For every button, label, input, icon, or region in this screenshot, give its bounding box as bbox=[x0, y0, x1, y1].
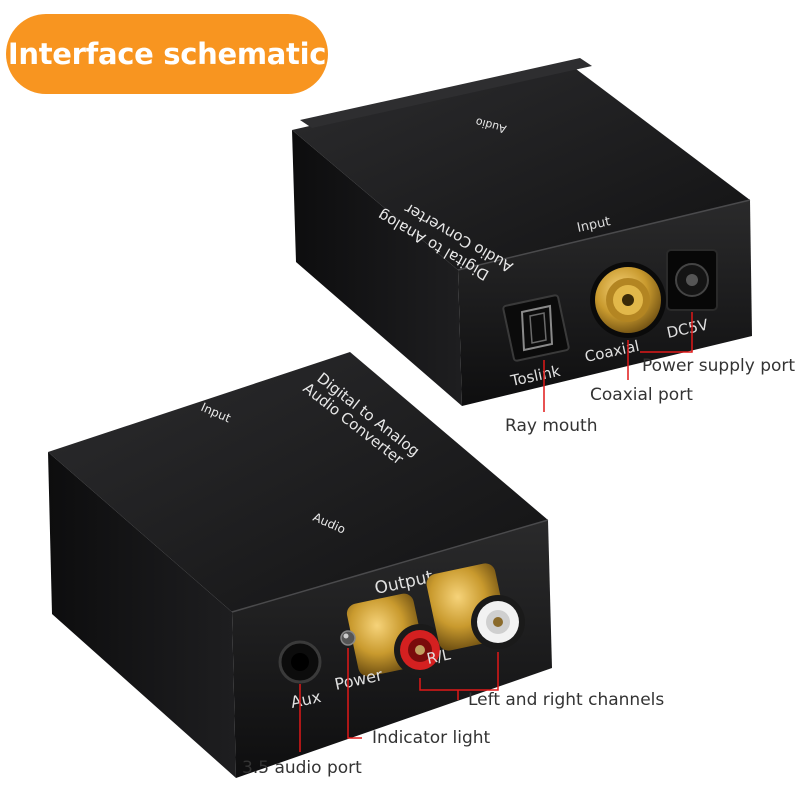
bottom-device-side-face bbox=[48, 452, 236, 778]
callout-lines bbox=[299, 312, 693, 752]
callout-power-supply-port: Power supply port bbox=[642, 356, 796, 376]
top-device-top-face bbox=[292, 66, 750, 270]
callout-indicator-light: Indicator light bbox=[372, 728, 491, 748]
rca-right-red-port bbox=[346, 593, 446, 677]
interface-schematic-badge: Interface schematic bbox=[6, 14, 328, 94]
top-converter-device: Digital to Analog Audio Converter Audio … bbox=[292, 58, 752, 406]
top-input-label: Input bbox=[576, 214, 612, 236]
badge-label: Interface schematic bbox=[7, 37, 327, 71]
callout-audio-port: 3.5 audio port bbox=[242, 758, 362, 778]
power-indicator-led bbox=[340, 630, 356, 646]
bottom-device-top-face bbox=[48, 352, 548, 612]
rca-left-white-port bbox=[426, 563, 525, 651]
top-device-side-face bbox=[292, 130, 462, 406]
callout-line-indicator bbox=[347, 648, 362, 739]
toslink-port bbox=[502, 294, 570, 362]
callout-left-right-channels: Left and right channels bbox=[468, 690, 665, 710]
callout-ray-mouth: Ray mouth bbox=[505, 416, 598, 436]
rl-label: R/L bbox=[425, 645, 453, 668]
callout-line-power-supply bbox=[640, 312, 693, 353]
aux-35mm-port bbox=[278, 640, 322, 684]
callout-coaxial-port: Coaxial port bbox=[590, 385, 693, 405]
coaxial-port bbox=[590, 262, 666, 338]
callout-line-left-right bbox=[419, 652, 499, 691]
dc-power-jack bbox=[666, 249, 718, 311]
bottom-converter-device: Digital to Analog Audio Converter Input … bbox=[48, 352, 552, 778]
